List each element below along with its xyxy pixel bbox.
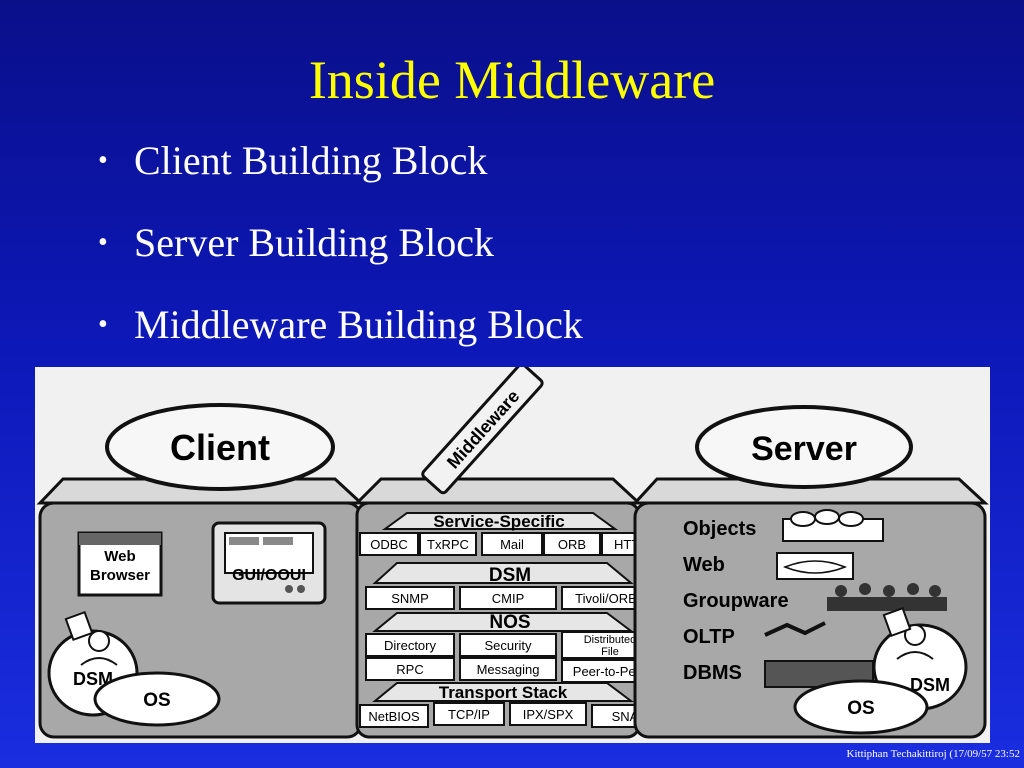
bullet-item: • Client Building Block [98, 138, 583, 220]
client-dsm-label: DSM [73, 669, 113, 689]
transport-stack-label: Transport Stack [439, 683, 568, 702]
objects-label: Objects [683, 518, 756, 540]
service-specific-label: Service-Specific [433, 512, 564, 531]
mail-box [481, 532, 543, 556]
groupware-icon [827, 583, 947, 611]
web-browser-line1: Web [104, 548, 135, 565]
server-os-ellipse [793, 679, 929, 735]
middleware-diagram: Client Web Browser GUI/OOUI DSM OS [35, 367, 990, 743]
tcpip-box [433, 702, 505, 726]
client-block: Client Web Browser GUI/OOUI DSM OS [36, 403, 365, 739]
rpc-label: RPC [396, 662, 423, 677]
service-specific-band [381, 512, 619, 530]
client-ellipse [105, 403, 335, 491]
middleware-block: Middleware Service-Specific ODBC TxRPC M… [353, 367, 661, 739]
dbms-label: DBMS [683, 662, 742, 684]
groupware-label: Groupware [683, 590, 789, 612]
odbc-label: ODBC [370, 537, 408, 552]
middleware-dsm-label: DSM [489, 565, 531, 586]
tcpip-label: TCP/IP [448, 707, 490, 722]
txrpc-box [419, 532, 477, 556]
person-icon [64, 610, 118, 666]
handshake-icon [764, 621, 826, 637]
middleware-tag: Middleware [421, 367, 544, 495]
netbios-label: NetBIOS [368, 709, 420, 724]
rpc-box [365, 657, 455, 681]
cmip-box [459, 586, 557, 610]
security-box [459, 633, 557, 657]
middleware-label: Middleware [443, 386, 523, 472]
cmip-label: CMIP [492, 591, 525, 606]
netbios-box [359, 704, 429, 728]
directory-box [365, 633, 455, 657]
server-os-label: OS [847, 698, 874, 719]
server-label: Server [751, 430, 857, 468]
bullet-item: • Middleware Building Block [98, 302, 583, 384]
peer-to-peer-label: Peer-to-Peer [573, 664, 648, 679]
bullet-dot-icon: • [98, 227, 108, 258]
dsm-band [372, 562, 634, 584]
distributed-file-line1: Distributed [584, 634, 637, 646]
nos-band [372, 612, 634, 632]
sna-label: SNA [612, 709, 639, 724]
bullet-text: Client Building Block [134, 138, 488, 183]
server-block: Server Objects Web Groupware OLTP DBMS [631, 405, 989, 739]
ipxspx-box [509, 702, 587, 726]
bullet-text: Server Building Block [134, 220, 494, 265]
client-os-label: OS [143, 690, 170, 711]
server-dsm-label: DSM [910, 675, 950, 695]
client-label: Client [170, 427, 270, 468]
directory-label: Directory [384, 638, 437, 653]
browser-titlebar [79, 533, 161, 545]
bullet-list: • Client Building Block • Server Building … [98, 138, 583, 384]
snmp-box [365, 586, 455, 610]
messaging-label: Messaging [477, 662, 540, 677]
txrpc-label: TxRPC [427, 537, 469, 552]
odbc-box [359, 532, 419, 556]
transport-stack-band [372, 682, 634, 702]
nos-label: NOS [489, 612, 530, 633]
mail-label: Mail [500, 537, 524, 552]
slide-footer: Kittiphan Techakittiroj (17/09/57 23:52 [846, 748, 1020, 760]
distributed-file-line2: File [601, 646, 619, 658]
oltp-label: OLTP [683, 626, 735, 648]
objects-icon [782, 509, 884, 542]
orb-box [543, 532, 601, 556]
web-label: Web [683, 554, 725, 576]
server-ellipse [695, 405, 913, 489]
person-icon [882, 606, 934, 660]
bullet-dot-icon: • [98, 145, 108, 176]
slide-title: Inside Middleware [308, 50, 716, 110]
tivoli-orb-label: Tivoli/ORB [575, 591, 637, 606]
gui-ooui-label: GUI/OOUI [232, 567, 306, 584]
bullet-item: • Server Building Block [98, 220, 583, 302]
web-browser-line2: Browser [90, 567, 150, 584]
ipxspx-label: IPX/SPX [523, 707, 574, 722]
security-label: Security [485, 638, 532, 653]
bullet-dot-icon: • [98, 309, 108, 340]
client-os-ellipse [93, 671, 221, 727]
messaging-box [459, 657, 557, 681]
bullet-text: Middleware Building Block [134, 302, 583, 347]
snmp-label: SNMP [391, 591, 429, 606]
orb-label: ORB [558, 537, 586, 552]
